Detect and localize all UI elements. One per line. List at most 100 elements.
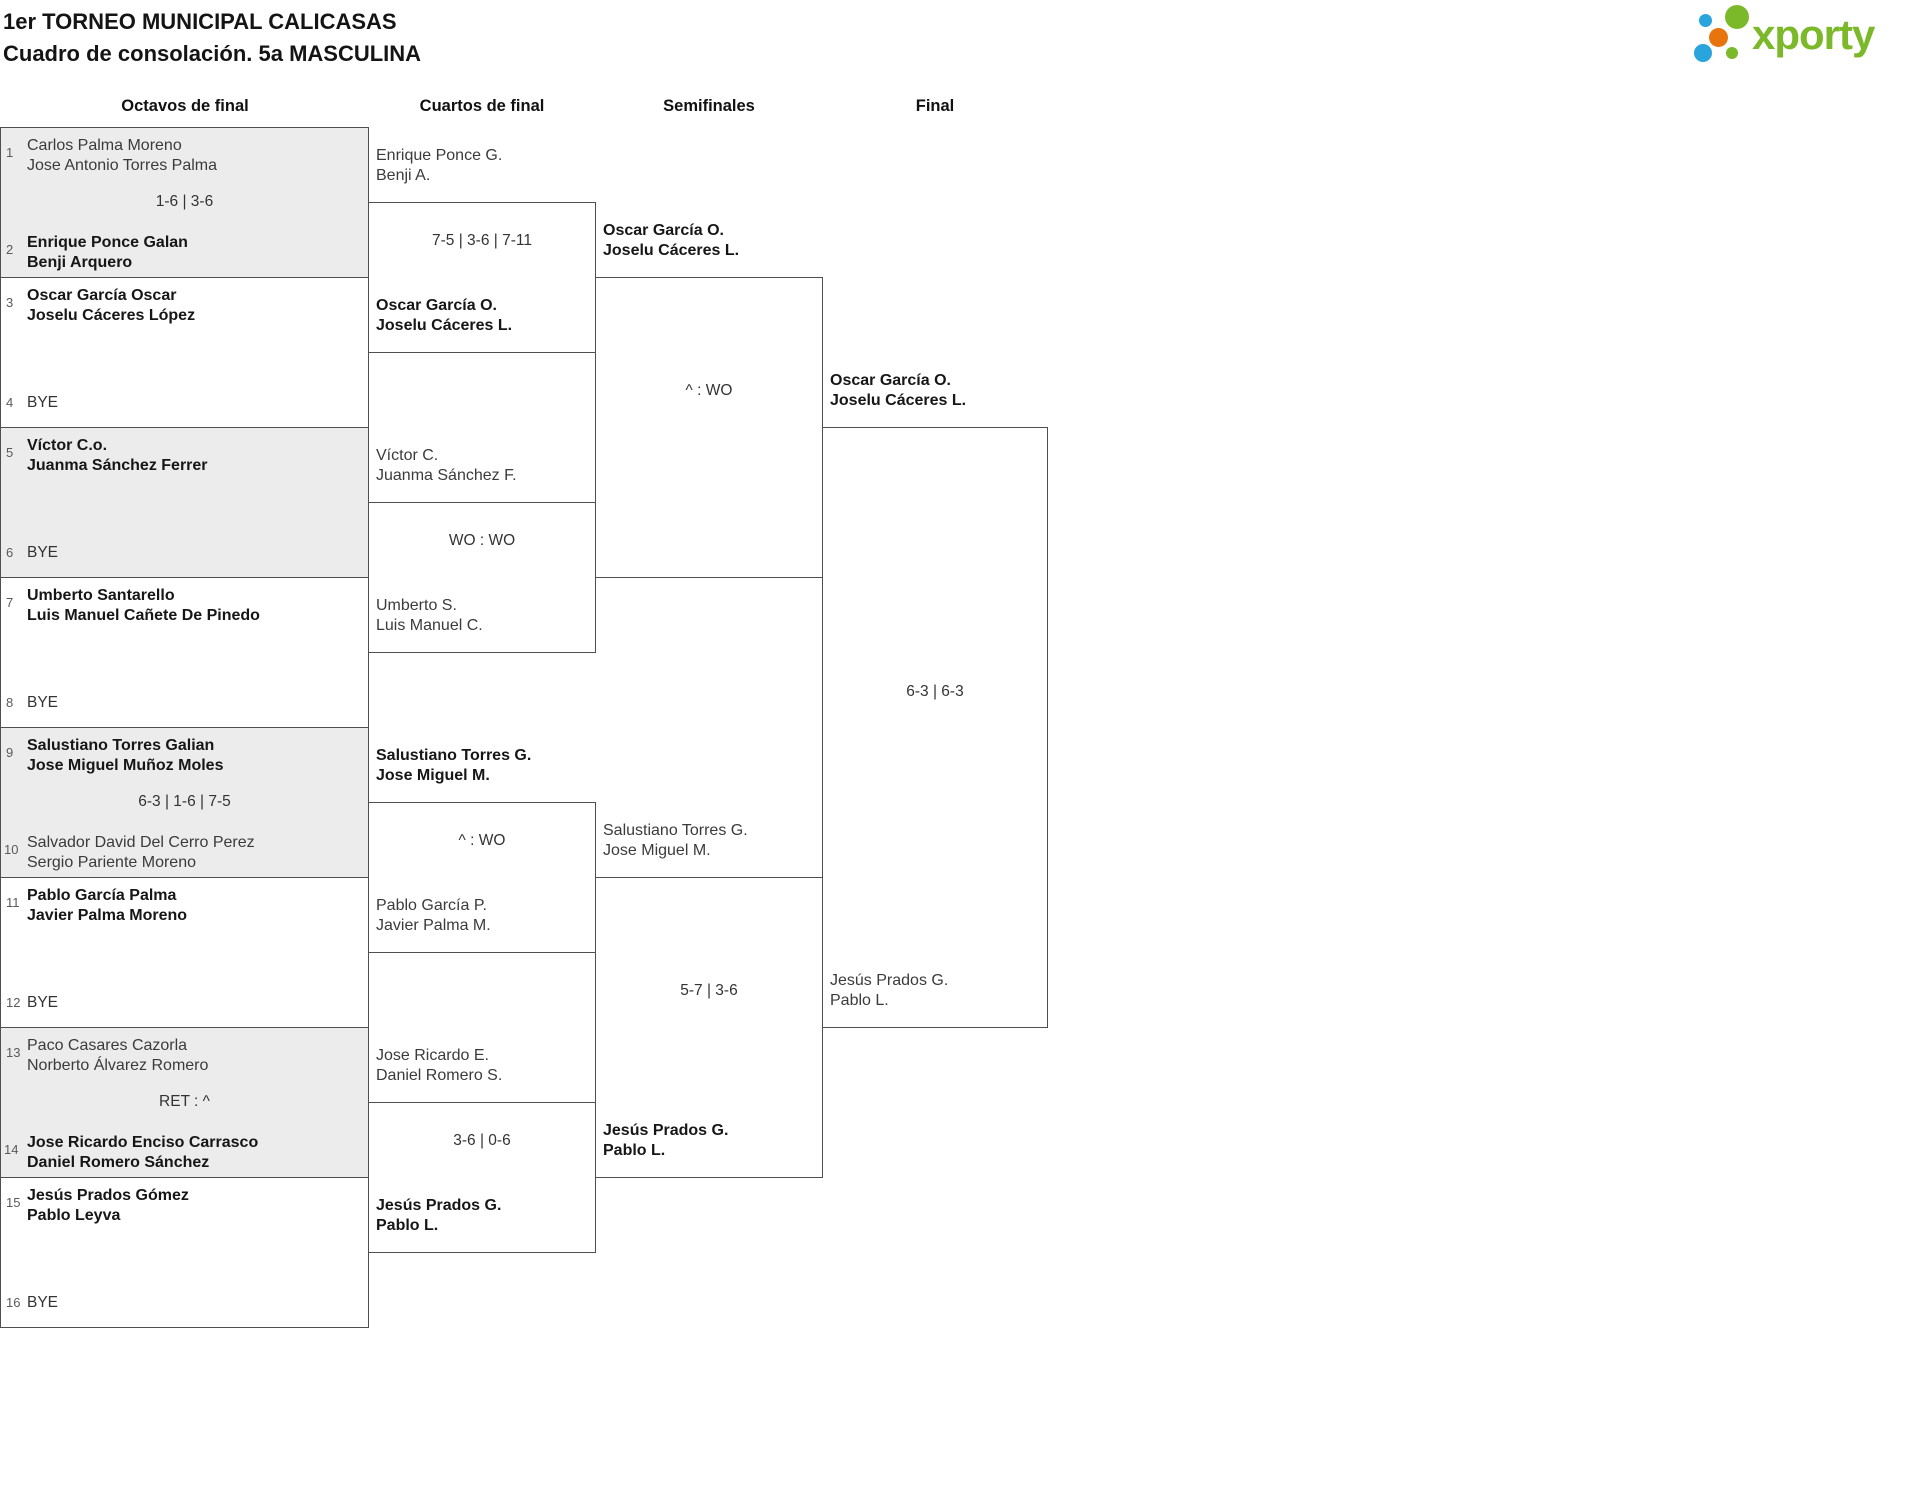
player-name: Joselu Cáceres López <box>27 307 196 324</box>
participant-r16-11[interactable]: Pablo García Palma Javier Palma Moreno <box>27 886 357 926</box>
participant-qf1-top[interactable]: Enrique Ponce G. Benji A. <box>376 146 592 186</box>
participant-qf1-bottom[interactable]: Oscar García O. Joselu Cáceres L. <box>376 296 592 336</box>
match-box-qf-2 <box>368 502 596 653</box>
participant-final-bottom[interactable]: Jesús Prados G. Pablo L. <box>830 971 1046 1011</box>
score-qf-1: 7-5 | 3-6 | 7-11 <box>432 232 532 249</box>
logo-dot-blue-large <box>1694 44 1712 62</box>
participant-sf2-bottom[interactable]: Jesús Prados G. Pablo L. <box>603 1121 819 1161</box>
player-name: Pablo Leyva <box>27 1207 121 1224</box>
player-name: Javier Palma M. <box>376 917 491 934</box>
seed-12: 12 <box>6 995 21 1010</box>
player-name: Juanma Sánchez F. <box>376 467 517 484</box>
seed-1: 1 <box>6 145 14 160</box>
player-name: Jose Miguel Muñoz Moles <box>27 757 224 774</box>
player-name: Daniel Romero Sánchez <box>27 1154 210 1171</box>
participant-r16-3[interactable]: Oscar García Oscar Joselu Cáceres López <box>27 286 357 326</box>
player-name: Pablo García Palma <box>27 887 177 904</box>
participant-r16-10[interactable]: Salvador David Del Cerro Perez Sergio Pa… <box>27 833 357 873</box>
participant-r16-1[interactable]: Carlos Palma Moreno Jose Antonio Torres … <box>27 136 357 176</box>
participant-sf1-top[interactable]: Oscar García O. Joselu Cáceres L. <box>603 221 819 261</box>
seed-5: 5 <box>6 445 14 460</box>
round-header-cuartos: Cuartos de final <box>419 97 545 115</box>
logo-dot-green-small <box>1726 47 1738 59</box>
participant-r16-7[interactable]: Umberto Santarello Luis Manuel Cañete De… <box>27 586 357 626</box>
bye-entry-16: 16 BYE <box>6 1293 58 1313</box>
player-name: Carlos Palma Moreno <box>27 137 182 154</box>
seed-9: 9 <box>6 745 14 760</box>
player-name: Jesús Prados G. <box>376 1197 502 1214</box>
match-box-r16-8 <box>0 1177 369 1328</box>
seed-8: 8 <box>6 695 14 710</box>
seed-2: 2 <box>6 242 14 257</box>
participant-r16-14[interactable]: Jose Ricardo Enciso Carrasco Daniel Rome… <box>27 1133 357 1173</box>
player-name: Salvador David Del Cerro Perez <box>27 834 255 851</box>
seed-7: 7 <box>6 595 14 610</box>
match-box-r16-1 <box>0 127 369 278</box>
match-box-final <box>822 427 1048 1028</box>
player-name: Oscar García O. <box>603 222 724 239</box>
player-name: Jose Antonio Torres Palma <box>27 157 218 174</box>
seed-3: 3 <box>6 295 14 310</box>
player-name: Víctor C. <box>376 447 439 464</box>
score-qf-2: WO : WO <box>448 532 516 549</box>
player-name: Jose Ricardo E. <box>376 1047 489 1064</box>
player-name: Joselu Cáceres L. <box>376 317 513 334</box>
participant-final-top[interactable]: Oscar García O. Joselu Cáceres L. <box>830 371 1046 411</box>
match-box-r16-6 <box>0 877 369 1028</box>
score-r16-m5: 6-3 | 1-6 | 7-5 <box>138 793 231 810</box>
tournament-title: 1er TORNEO MUNICIPAL CALICASAS Cuadro de… <box>3 6 421 70</box>
logo-wordmark[interactable]: xporty <box>1752 11 1875 58</box>
participant-qf4-bottom[interactable]: Jesús Prados G. Pablo L. <box>376 1196 592 1236</box>
match-box-qf-3 <box>368 802 596 953</box>
player-name: Oscar García O. <box>830 372 951 389</box>
player-name: Javier Palma Moreno <box>27 907 188 924</box>
bye-label: BYE <box>27 694 59 711</box>
match-box-qf-4 <box>368 1102 596 1253</box>
bye-entry-8: 8 BYE <box>6 693 58 713</box>
seed-14: 14 <box>4 1142 19 1157</box>
player-name: Sergio Pariente Moreno <box>27 854 196 871</box>
participant-qf2-bottom[interactable]: Umberto S. Luis Manuel C. <box>376 596 592 636</box>
player-name: Pablo García P. <box>376 897 487 914</box>
seed-13: 13 <box>6 1045 21 1060</box>
bye-entry-4: 4 BYE <box>6 393 58 413</box>
bye-label: BYE <box>27 1294 59 1311</box>
logo-dot-green-large <box>1725 5 1749 29</box>
player-name: Paco Casares Cazorla <box>27 1037 188 1054</box>
match-box-qf-1 <box>368 202 596 353</box>
player-name: Víctor C.o. <box>27 437 108 454</box>
seed-4: 4 <box>6 395 14 410</box>
player-name: Oscar García O. <box>376 297 497 314</box>
player-name: Jose Miguel M. <box>603 842 711 859</box>
player-name: Luis Manuel Cañete De Pinedo <box>27 607 260 624</box>
participant-qf3-bottom[interactable]: Pablo García P. Javier Palma M. <box>376 896 592 936</box>
participant-r16-9[interactable]: Salustiano Torres Galian Jose Miguel Muñ… <box>27 736 357 776</box>
player-name: Enrique Ponce G. <box>376 147 503 164</box>
seed-16: 16 <box>6 1295 21 1310</box>
seed-11: 11 <box>6 895 20 910</box>
participant-r16-5[interactable]: Víctor C.o. Juanma Sánchez Ferrer <box>27 436 357 476</box>
logo-dot-orange <box>1709 28 1728 47</box>
player-name: Oscar García Oscar <box>27 287 177 304</box>
player-name: Jesús Prados G. <box>830 972 949 989</box>
score-r16-m7: RET : ^ <box>159 1093 210 1110</box>
bye-label: BYE <box>27 394 59 411</box>
tournament-title-line1: 1er TORNEO MUNICIPAL CALICASAS <box>3 9 397 34</box>
participant-qf2-top[interactable]: Víctor C. Juanma Sánchez F. <box>376 446 592 486</box>
participant-r16-2[interactable]: Enrique Ponce Galan Benji Arquero <box>27 233 357 273</box>
participant-qf4-top[interactable]: Jose Ricardo E. Daniel Romero S. <box>376 1046 592 1086</box>
player-name: Daniel Romero S. <box>376 1067 503 1084</box>
participant-qf3-top[interactable]: Salustiano Torres G. Jose Miguel M. <box>376 746 592 786</box>
participant-r16-13[interactable]: Paco Casares Cazorla Norberto Álvarez Ro… <box>27 1036 357 1076</box>
participant-sf2-top[interactable]: Salustiano Torres G. Jose Miguel M. <box>603 821 819 861</box>
player-name: Norberto Álvarez Romero <box>27 1057 209 1074</box>
participant-r16-15[interactable]: Jesús Prados Gómez Pablo Leyva <box>27 1186 357 1226</box>
score-r16-m1: 1-6 | 3-6 <box>155 193 214 210</box>
score-final: 6-3 | 6-3 <box>906 683 964 700</box>
match-box-sf-1 <box>595 277 823 578</box>
match-box-r16-2 <box>0 277 369 428</box>
player-name: Salustiano Torres G. <box>376 747 532 764</box>
player-name: Benji Arquero <box>27 254 133 271</box>
